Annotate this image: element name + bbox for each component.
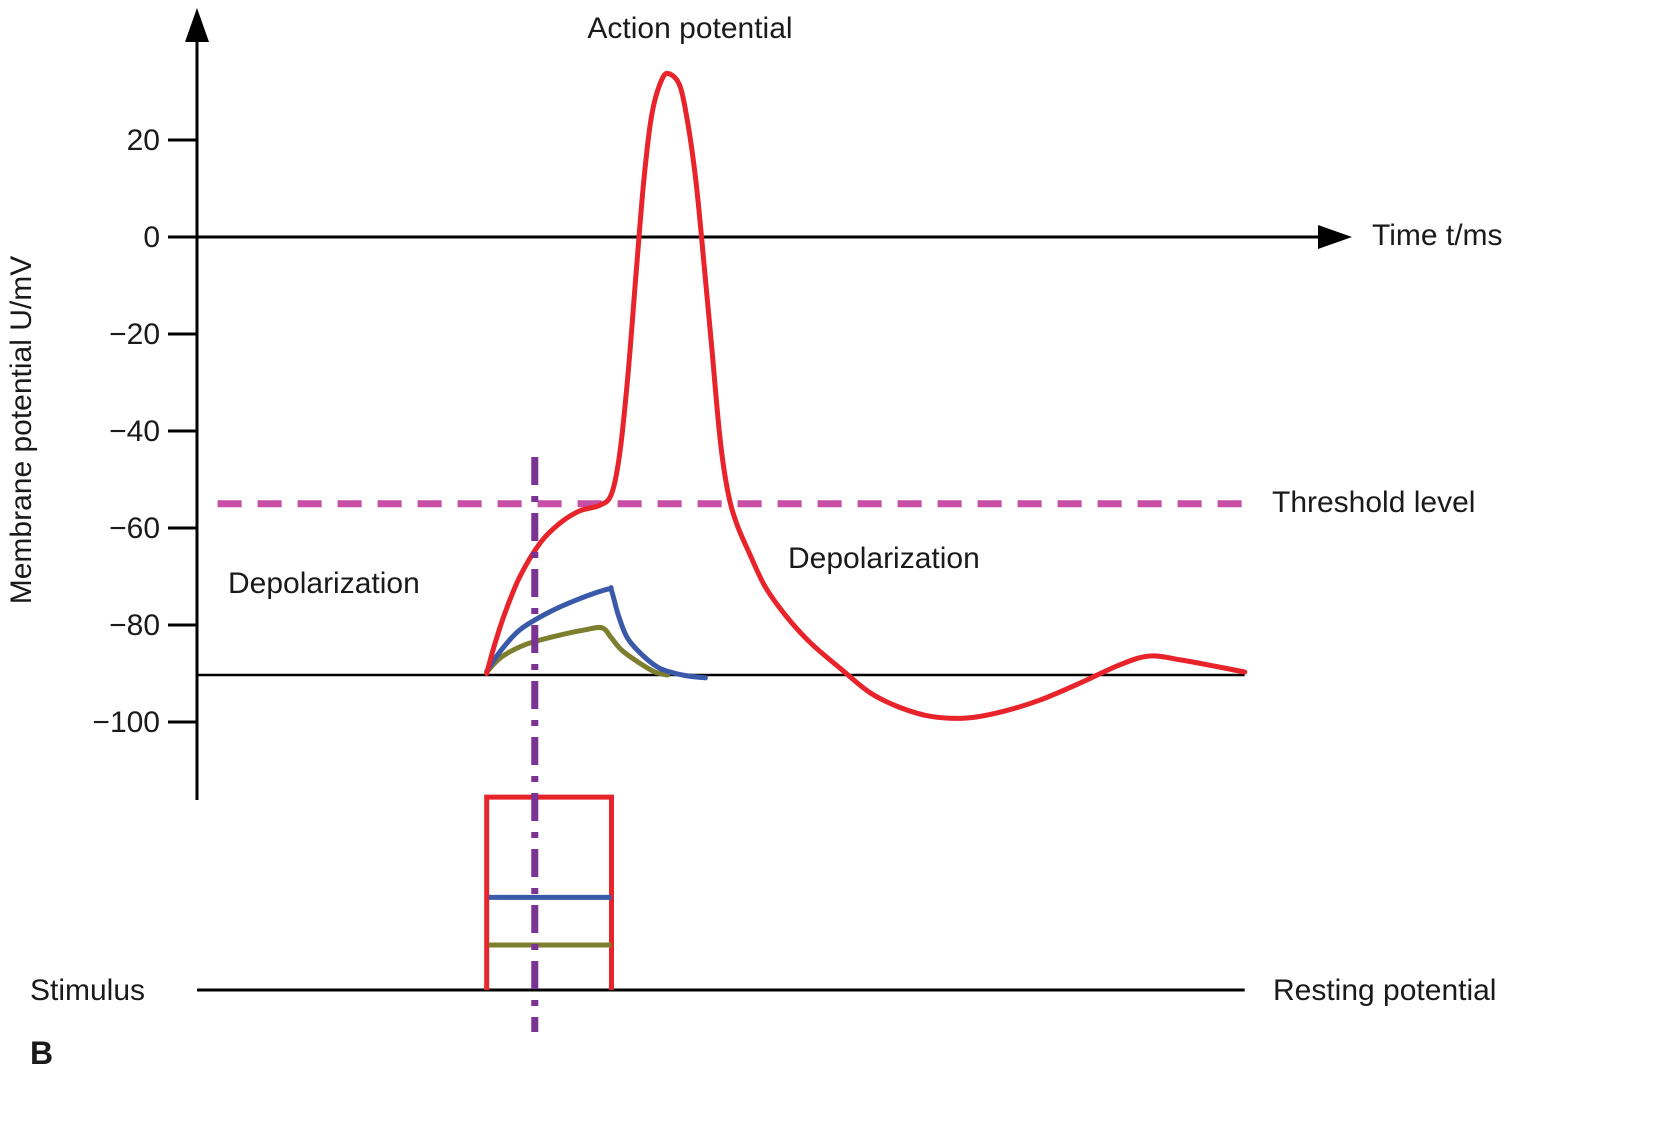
- resting-potential-label: Resting potential: [1273, 974, 1497, 1007]
- y-tick-label: 20: [127, 124, 160, 157]
- chart-title: Action potential: [587, 12, 793, 45]
- threshold-level-label: Threshold level: [1272, 486, 1476, 519]
- stimulus-label: Stimulus: [30, 974, 146, 1007]
- y-tick-label: −40: [109, 415, 160, 448]
- figure-letter: B: [30, 1035, 54, 1071]
- y-tick-label: −100: [92, 706, 160, 739]
- action-potential-curve: [484, 70, 1248, 721]
- subthreshold-blue-curve: [484, 585, 708, 681]
- y-tick-label: −20: [109, 318, 160, 351]
- y-tick-label: 0: [143, 221, 160, 254]
- x-axis-label: Time t/ms: [1372, 219, 1503, 252]
- depolarization-left-label: Depolarization: [228, 567, 420, 600]
- y-tick-label: −60: [109, 512, 160, 545]
- y-axis-arrow: [185, 8, 209, 42]
- y-tick-label: −80: [109, 609, 160, 642]
- depolarization-right-label: Depolarization: [788, 542, 980, 575]
- y-axis-label: Membrane potential U/mV: [5, 255, 38, 605]
- x-axis-arrow: [1318, 225, 1352, 249]
- stimulus-pulse-strong: [484, 794, 614, 990]
- local-olive-curve: [484, 624, 671, 678]
